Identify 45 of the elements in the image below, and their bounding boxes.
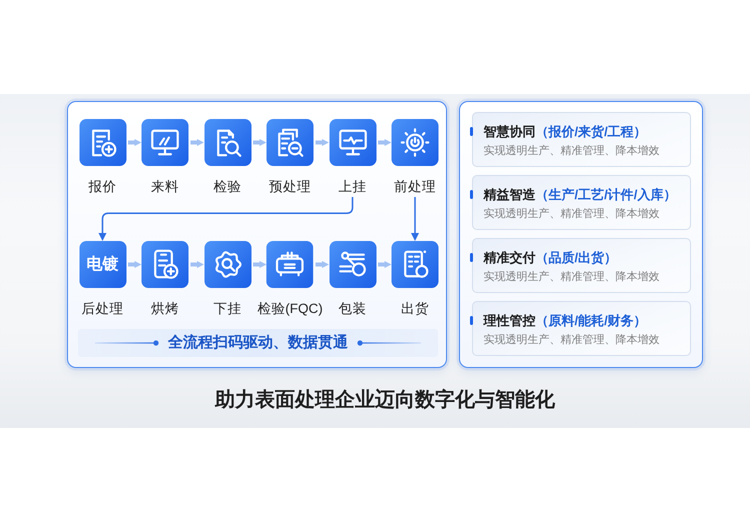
arrow	[411, 197, 419, 241]
arrow	[376, 139, 392, 146]
arrow	[314, 261, 329, 268]
step-label: 预处理	[269, 178, 311, 196]
banner-text: 全流程扫码驱动、数据贯通	[168, 333, 348, 353]
heading-tag: （生产/工艺/计件/入库）	[536, 186, 676, 202]
step-label: 检验(FQC)	[257, 300, 323, 318]
heading-tag: （报价/来货/工程）	[536, 124, 647, 138]
step-label: 前处理	[394, 178, 436, 196]
step-label: 包装	[338, 300, 366, 318]
card-heading: 精准交付	[484, 250, 536, 264]
diagram-title: 助力表面处理企业迈向数字化与智能化	[215, 388, 555, 413]
feature-card	[472, 174, 690, 230]
card-subtitle: 实现透明生产、精准管理、降本增效	[484, 332, 660, 348]
banner-band	[78, 329, 438, 357]
heading-tag: （原料/能耗/财务）	[536, 312, 647, 328]
step-label: 出货	[401, 300, 429, 318]
card-heading: 智慧协同	[484, 124, 536, 138]
step-label: 上挂	[338, 178, 366, 196]
step-label: 报价	[88, 178, 116, 196]
step-label: 烘烤	[151, 300, 179, 318]
step-label: 来料	[151, 178, 179, 196]
heading-tag: （品质/出货）	[536, 250, 618, 264]
feature-card	[472, 300, 690, 356]
arrow	[314, 139, 329, 146]
arrow	[376, 261, 392, 268]
arrow	[251, 139, 266, 146]
card-heading: 理性管控	[484, 312, 536, 328]
arrow	[188, 139, 204, 146]
arrow	[251, 261, 266, 268]
card-subtitle: 实现透明生产、精准管理、降本增效	[484, 270, 660, 284]
card-subtitle: 实现透明生产、精准管理、降本增效	[484, 144, 660, 158]
feature-card	[472, 238, 690, 292]
panel	[459, 101, 703, 368]
feature-card	[472, 112, 690, 166]
arrow	[126, 139, 142, 146]
step-label: 检验	[214, 178, 242, 196]
card-subtitle: 实现透明生产、精准管理、降本增效	[484, 206, 660, 222]
step-label: 后处理	[82, 300, 124, 318]
step-label: 下挂	[214, 300, 242, 318]
panel	[67, 101, 447, 368]
card-heading: 精益智造	[484, 186, 536, 202]
arrow	[188, 261, 204, 268]
process-tile: 电镀	[79, 241, 126, 288]
arrow	[126, 261, 142, 268]
